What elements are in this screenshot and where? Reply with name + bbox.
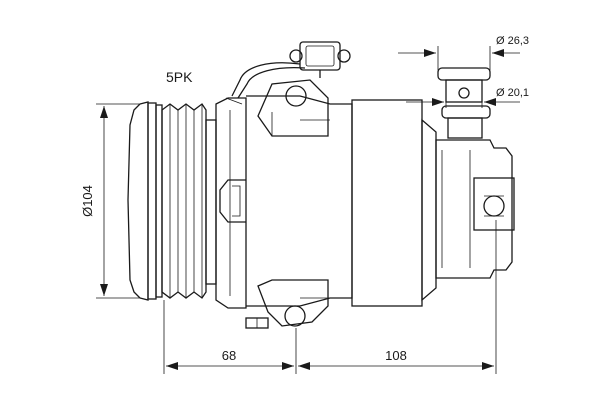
port-large-dimension xyxy=(398,46,520,70)
pulley-diameter-dimension xyxy=(96,103,140,299)
compressor-body xyxy=(351,99,437,307)
pulley-grooves xyxy=(161,103,207,299)
width-dimension xyxy=(163,220,497,374)
pulley xyxy=(127,101,217,301)
pulley-diameter-label: Ø104 xyxy=(80,185,95,217)
port-small-label: Ø 20,1 xyxy=(496,87,529,99)
port-large xyxy=(437,67,491,103)
electrical-connector xyxy=(225,41,351,105)
belt-type-label: 5PK xyxy=(166,69,193,85)
port-small xyxy=(441,105,491,139)
front-housing xyxy=(215,79,353,329)
rear-head xyxy=(435,139,515,279)
port-small-dimension xyxy=(406,96,520,108)
port-large-label: Ø 26,3 xyxy=(496,35,529,47)
width-rear-label: 108 xyxy=(385,348,407,363)
width-front-label: 68 xyxy=(222,348,236,363)
